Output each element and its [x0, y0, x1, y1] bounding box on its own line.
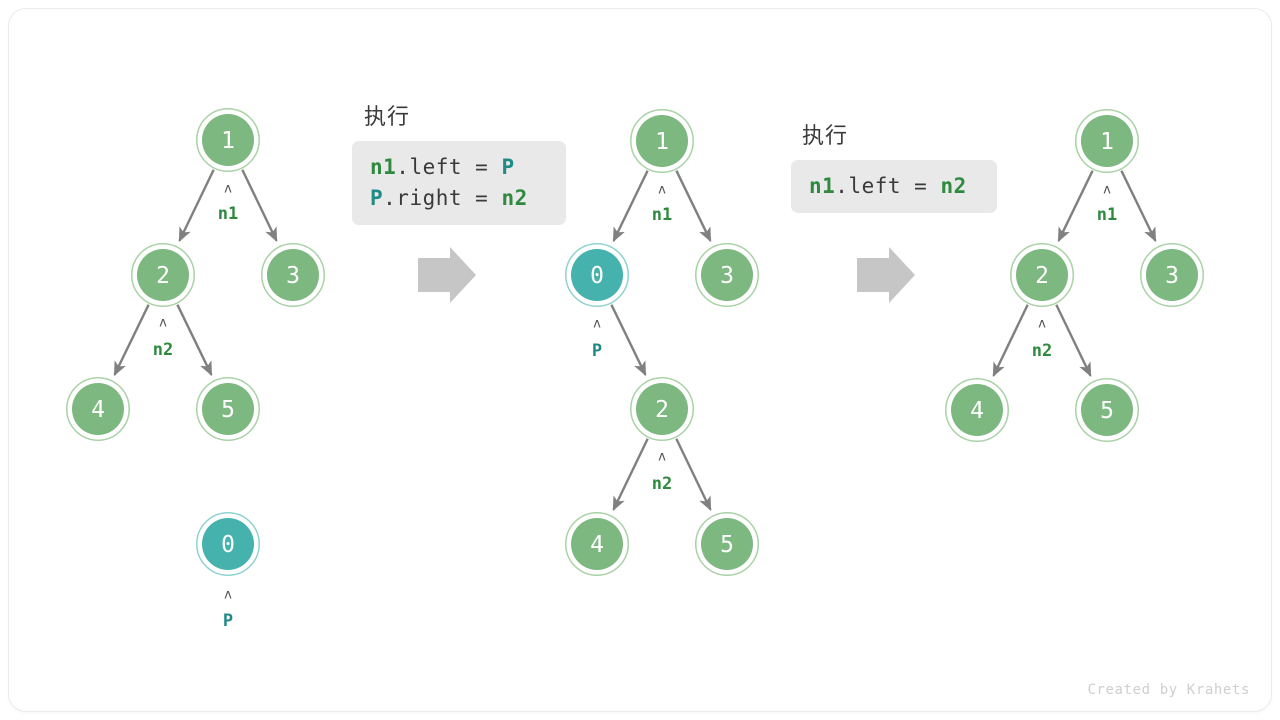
- tree-edge: [241, 169, 278, 243]
- code-token: .left =: [835, 174, 941, 198]
- pointer-n1: n1: [218, 204, 238, 224]
- tree-edge: [176, 304, 213, 377]
- code-token: P: [370, 186, 384, 210]
- tree-node[interactable]: 3: [261, 243, 325, 307]
- tree-node[interactable]: 2: [1010, 243, 1074, 307]
- code-line: n1.left = n2: [809, 171, 979, 202]
- tree-node-value: 3: [1165, 263, 1179, 289]
- tree-node-value: 1: [221, 128, 235, 154]
- tree-node[interactable]: 4: [66, 377, 130, 441]
- tree-edge: [992, 304, 1029, 378]
- tree-node-value: 5: [720, 532, 734, 558]
- code-token: .left =: [396, 155, 502, 179]
- tree-edge: [113, 304, 150, 377]
- tree-node[interactable]: 3: [1140, 243, 1204, 307]
- pointer-caret-icon: ʌ: [658, 450, 666, 465]
- tree-edge: [1057, 170, 1094, 243]
- tree-node[interactable]: 1: [196, 108, 260, 172]
- step-arrows-layer: [418, 247, 915, 303]
- tree-node-value: 0: [221, 532, 235, 558]
- tree-node-value: 1: [1100, 129, 1114, 155]
- pointer-n2: n2: [1032, 341, 1052, 361]
- tree-node[interactable]: 4: [565, 512, 629, 576]
- tree-node[interactable]: 5: [196, 377, 260, 441]
- tree-edge: [1120, 170, 1157, 243]
- code-token: n1: [809, 174, 836, 198]
- tree-node-value: 2: [156, 263, 170, 289]
- pointer-caret-icon: ʌ: [658, 183, 666, 198]
- tree-edge: [178, 169, 215, 243]
- pointer-caret-icon: ʌ: [593, 317, 601, 332]
- tree-node[interactable]: 1: [630, 109, 694, 173]
- pointer-caret-icon: ʌ: [1038, 317, 1046, 332]
- tree-node[interactable]: 1: [1075, 109, 1139, 173]
- code-snippet: n1.left = n2: [791, 160, 997, 213]
- tree-node-value: 3: [286, 263, 300, 289]
- tree-node-value: 5: [221, 397, 235, 423]
- tree-edge: [610, 304, 647, 377]
- edges-layer: [113, 169, 1157, 512]
- tree-node-value: 4: [970, 398, 984, 424]
- tree-node[interactable]: 0: [196, 512, 260, 576]
- exec-heading: 执行: [802, 124, 849, 149]
- pointer-n1: n1: [652, 205, 672, 225]
- code-token: n2: [501, 186, 528, 210]
- pointer-caret-icon: ʌ: [159, 316, 167, 331]
- tree-node-value: 0: [590, 263, 604, 289]
- code-token: n1: [370, 155, 397, 179]
- tree-node-value: 4: [590, 532, 604, 558]
- credit-text: Created by Krahets: [1087, 682, 1250, 698]
- pointer-n2: n2: [153, 340, 173, 360]
- step-arrow-2: [857, 247, 915, 303]
- pointer-caret-icon: ʌ: [224, 588, 232, 603]
- code-token: P: [501, 155, 515, 179]
- tree-node-value: 1: [655, 129, 669, 155]
- tree-node-value: 2: [655, 397, 669, 423]
- pointer-p: P: [592, 341, 602, 361]
- code-line: P.right = n2: [370, 183, 548, 214]
- code-line: n1.left = P: [370, 152, 548, 183]
- tree-edge: [612, 438, 649, 512]
- tree-node-value: 2: [1035, 263, 1049, 289]
- code-token: n2: [940, 174, 967, 198]
- tree-node-value: 5: [1100, 398, 1114, 424]
- tree-node[interactable]: 5: [695, 512, 759, 576]
- tree-node[interactable]: 5: [1075, 378, 1139, 442]
- pointer-n1: n1: [1097, 205, 1117, 225]
- tree-edge: [675, 170, 712, 243]
- tree-node[interactable]: 3: [695, 243, 759, 307]
- exec-heading: 执行: [364, 105, 411, 130]
- pointer-n2: n2: [652, 474, 672, 494]
- pointer-caret-icon: ʌ: [1103, 183, 1111, 198]
- nodes-layer: 1 2 3 4 5 0 1 0 3 2 4 5 1 2 3 4 5: [66, 108, 1204, 576]
- tree-node[interactable]: 2: [131, 243, 195, 307]
- tree-node-value: 3: [720, 263, 734, 289]
- tree-node[interactable]: 0: [565, 243, 629, 307]
- tree-node[interactable]: 2: [630, 377, 694, 441]
- tree-node-value: 4: [91, 397, 105, 423]
- tree-edge: [675, 438, 712, 512]
- code-token: .right =: [383, 186, 502, 210]
- tree-edge: [612, 170, 649, 243]
- pointer-caret-icon: ʌ: [224, 182, 232, 197]
- tree-edge: [1055, 304, 1092, 378]
- pointer-p: P: [223, 611, 233, 631]
- step-arrow-1: [418, 247, 476, 303]
- tree-node[interactable]: 4: [945, 378, 1009, 442]
